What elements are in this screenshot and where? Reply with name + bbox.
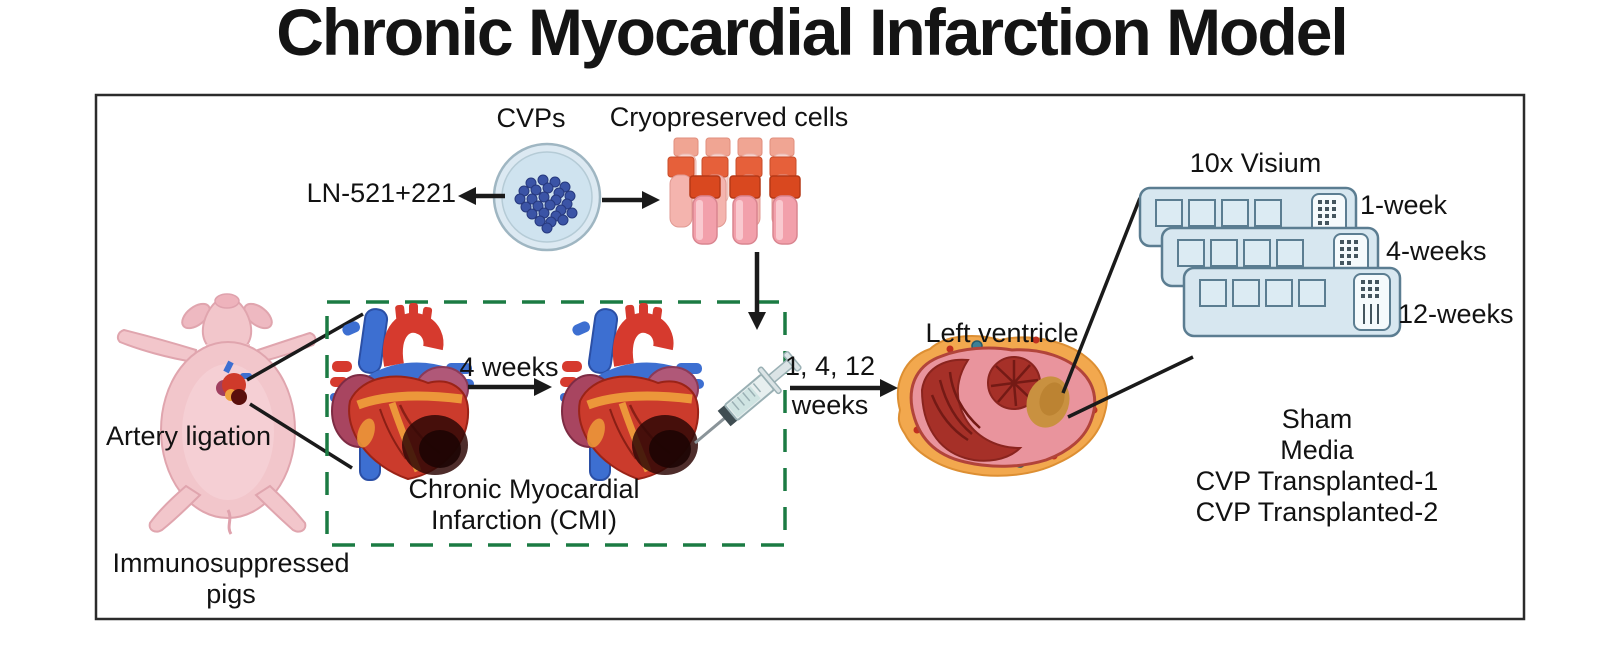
immunosuppressed-line2: pigs [206,579,256,609]
arrow-down-to-injection [748,252,766,330]
artery-ligation-label: Artery ligation [106,421,272,451]
experimental-groups-list: Sham Media CVP Transplanted-1 CVP Transp… [1172,404,1462,528]
heart-illustration-ligated [330,303,474,480]
pig-illustration [116,293,317,535]
infarct-region [1026,376,1070,428]
left-ventricle-label: Left ventricle [925,318,1079,348]
pig-heart-icon [216,360,252,405]
heart-cross-section [896,335,1108,477]
figure-frame [94,93,1526,621]
group-cvp-transplanted-1: CVP Transplanted-1 [1195,466,1439,496]
petri-dish-icon [492,142,602,252]
slide-label-12weeks: 12-weeks [1398,299,1514,329]
interval-4-weeks-label: 4 weeks [459,352,559,382]
arrow-to-laminin [458,187,505,205]
flow-arrows [458,187,898,397]
cmi-caption: Chronic Myocardial Infarction (CMI) [380,474,668,536]
cmi-caption-line2: Infarction (CMI) [430,505,618,535]
leader-lines-to-slides [1061,197,1194,419]
timepoints-line2: weeks [791,390,869,420]
arrow-to-vials [602,191,660,209]
cryovials-icon [667,137,801,245]
figure-title: Chronic Myocardial Infarction Model [276,0,1348,69]
cryopreserved-cells-label: Cryopreserved cells [609,102,849,132]
cmi-caption-line1: Chronic Myocardial [408,474,640,504]
immunosuppressed-line1: Immunosuppressed [112,548,350,578]
visium-platform-label: 10x Visium [1189,148,1322,178]
group-sham: Sham [1281,404,1353,434]
visium-slide-12weeks [1182,266,1402,338]
laminin-label: LN-521+221 [306,178,456,208]
syringe-icon [694,351,802,445]
group-media: Media [1280,435,1354,465]
slide-label-1week: 1-week [1360,190,1448,220]
zoom-leader-lines-pig [246,312,364,470]
immunosuppressed-pigs-label: Immunosuppressed pigs [100,548,362,610]
arrow-4-weeks [468,378,552,396]
slide-label-4weeks: 4-weeks [1386,236,1487,266]
timepoints-line1: 1, 4, 12 [784,351,876,381]
heart-illustration-injected [560,303,704,480]
cell-cluster-icon [514,174,578,234]
arrow-timepoints [790,379,898,397]
group-cvp-transplanted-2: CVP Transplanted-2 [1195,497,1439,527]
cvps-label: CVPs [496,103,566,133]
